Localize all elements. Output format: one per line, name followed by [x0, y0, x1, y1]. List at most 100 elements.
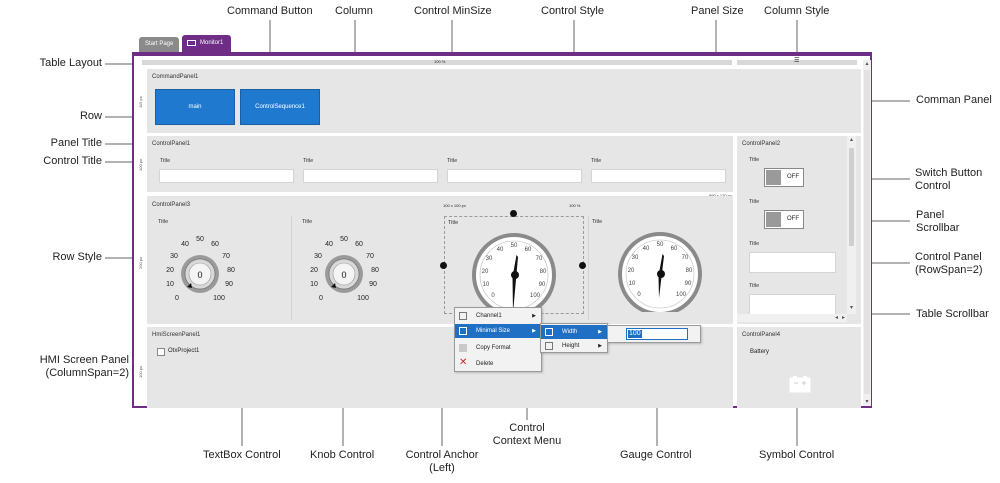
copy-format-icon [459, 344, 467, 352]
switch-button-1[interactable]: OFF [764, 168, 804, 187]
column-style-icon[interactable]: ☰ [794, 58, 800, 64]
knob-scale-label: 10 [166, 281, 174, 288]
control-title: Title [160, 158, 171, 164]
control-title: Title [158, 219, 169, 225]
knob-scale-label: 40 [181, 241, 189, 248]
table-vertical-scrollbar[interactable]: ▴ ▾ [863, 60, 871, 406]
knob-control-2[interactable]: 0 10 20 30 40 50 60 70 80 90 100 0 [307, 231, 397, 311]
menu-item-copy-format[interactable]: Copy Format [455, 341, 541, 355]
row-height-label: 100 px [138, 158, 143, 171]
column-header[interactable] [142, 60, 732, 65]
textbox-panel2-2[interactable] [749, 294, 836, 315]
label-control-anchor: Control Anchor (Left) [392, 449, 492, 475]
submenu-item-height[interactable]: Height ▶ [541, 339, 607, 353]
gauge-scale-label: 20 [482, 269, 489, 275]
label-line: Switch Button [915, 167, 983, 179]
knob-scale-label: 50 [340, 236, 348, 243]
anchor-right-handle[interactable] [579, 262, 586, 269]
control-title: Title [749, 241, 760, 247]
width-entry-popup: 100 [607, 325, 701, 343]
knob-scale-label: 30 [314, 253, 322, 260]
control-title: Title [749, 157, 760, 163]
gauge-cell-selected[interactable]: Title 0 10 20 30 40 50 60 70 80 90 100 [444, 216, 584, 314]
scroll-right-icon[interactable]: ▸ [841, 315, 845, 321]
control-panel-1: ControlPanel1 Title Title Title Title [147, 136, 733, 192]
control-sequence-button[interactable]: ControlSequence1 [240, 89, 320, 125]
menu-item-minimal-size[interactable]: Minimal Size ▶ [455, 324, 541, 338]
minimal-size-submenu: Width ▶ Height ▶ [540, 323, 608, 353]
textbox-3[interactable] [447, 169, 582, 183]
switch-label: OFF [787, 216, 799, 222]
width-input-value: 100 [628, 330, 642, 338]
knob-cell-2: Title 0 10 20 30 40 50 60 70 80 90 100 [295, 216, 435, 320]
gauge-scale-label: 10 [629, 281, 636, 287]
submenu-item-width[interactable]: Width ▶ [541, 325, 607, 339]
knob-scale-label: 40 [325, 241, 333, 248]
menu-item-label: Delete [476, 361, 494, 367]
label-column-style: Column Style [764, 5, 830, 17]
control-minsize-readout: 100 x 100 px [443, 203, 466, 208]
knob-scale-label: 60 [211, 241, 219, 248]
panel-vertical-scrollbar[interactable]: ▴ ▾ [847, 136, 856, 314]
scroll-up-icon[interactable]: ▴ [849, 137, 853, 143]
panel-title: CommandPanel1 [152, 74, 199, 80]
control-title: Title [749, 199, 760, 205]
main-button[interactable]: main [155, 89, 235, 125]
label-gauge-control: Gauge Control [620, 449, 692, 461]
panel-scroll-thumb[interactable] [849, 148, 854, 246]
panel-title: HmiScreenPanel1 [152, 332, 201, 338]
tab-monitor[interactable]: Monitor1 [182, 35, 232, 52]
menu-item-channel[interactable]: Channel1 ▶ [455, 309, 541, 323]
control-context-menu: Channel1 ▶ Minimal Size ▶ Copy Format ✕ … [454, 307, 542, 372]
label-panel-size: Panel Size [691, 5, 744, 17]
gauge-scale-label: 10 [483, 282, 490, 288]
menu-item-label: Minimal Size [476, 328, 511, 334]
knob-scale-label: 20 [166, 267, 174, 274]
scroll-down-icon[interactable]: ▾ [849, 305, 853, 311]
gauge-scale-label: 100 [530, 293, 541, 299]
panel-title: ControlPanel4 [742, 332, 781, 338]
textbox-1[interactable] [159, 169, 294, 183]
row-height-label: 100 px [138, 365, 143, 378]
project-checkbox[interactable] [157, 348, 165, 356]
gauge-scale-label: 60 [525, 247, 532, 253]
control-panel-3: ControlPanel3 Title 0 10 20 30 40 50 60 … [147, 196, 733, 324]
switch-button-2[interactable]: OFF [764, 210, 804, 229]
gauge-control-1[interactable]: 0 10 20 30 40 50 60 70 80 90 100 [469, 227, 559, 313]
knob-scale-label: 10 [310, 281, 318, 288]
gauge-control-2[interactable]: 0 10 20 30 40 50 60 70 80 90 100 [615, 226, 705, 312]
label-line: (RowSpan=2) [915, 264, 983, 276]
label-panel-scrollbar: Panel Scrollbar [916, 209, 959, 235]
label-column: Column [335, 5, 373, 17]
panel-horizontal-scrollbar[interactable]: ◂ ▸ [737, 314, 847, 322]
textbox-panel2-1[interactable] [749, 252, 836, 273]
menu-item-delete[interactable]: ✕ Delete [455, 357, 541, 371]
table-scroll-thumb[interactable] [864, 70, 870, 394]
switch-knob [766, 170, 781, 185]
gauge-scale-label: 100 [676, 292, 687, 298]
channel-icon [459, 312, 467, 320]
gauge-scale-label: 70 [536, 256, 543, 262]
control-title: Title [749, 283, 760, 289]
gauge-scale-label: 50 [511, 243, 518, 249]
control-panel-2: ControlPanel2 Title OFF Title OFF Title … [737, 136, 861, 324]
textbox-4[interactable] [591, 169, 726, 183]
textbox-2[interactable] [303, 169, 438, 183]
column-header-2[interactable] [737, 60, 857, 65]
width-input[interactable]: 100 [626, 328, 688, 340]
scroll-up-icon[interactable]: ▴ [865, 61, 869, 67]
control-panel-4: ControlPanel4 Battery [737, 327, 861, 408]
anchor-left-handle[interactable] [440, 262, 447, 269]
control-title: Title [303, 158, 314, 164]
label-line: Control [509, 422, 545, 434]
scroll-down-icon[interactable]: ▾ [865, 399, 869, 405]
label-table-scrollbar: Table Scrollbar [916, 308, 989, 320]
anchor-top-handle[interactable] [510, 210, 517, 217]
knob-scale-label: 30 [170, 253, 178, 260]
scroll-left-icon[interactable]: ◂ [834, 315, 838, 321]
label-line: HMI Screen Panel [39, 354, 129, 366]
knob-control-1[interactable]: 0 10 20 30 40 50 60 70 80 90 100 0 [163, 231, 253, 311]
tab-start-page[interactable]: Start Page [139, 37, 180, 52]
control-title: Title [591, 158, 602, 164]
battery-icon[interactable] [789, 375, 811, 393]
